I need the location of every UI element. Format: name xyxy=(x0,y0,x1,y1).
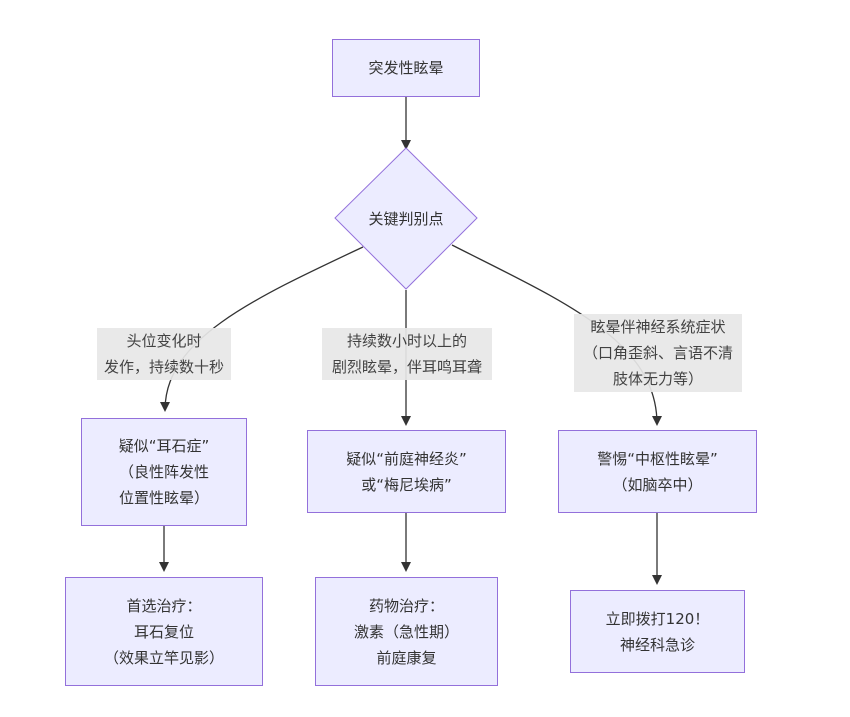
diagnosis-line: 或“梅尼埃病” xyxy=(361,475,452,494)
action-node-2: 药物治疗： 激素（急性期） 前庭康复 xyxy=(315,577,498,686)
decision-diamond xyxy=(334,147,478,290)
edge-label-branch-2: 持续数小时以上的 剧烈眩晕，伴耳鸣耳聋 xyxy=(322,328,492,380)
action-node-3: 立即拨打120！ 神经科急诊 xyxy=(570,590,745,673)
edge-decision-to-branch-1 xyxy=(160,246,364,412)
diagnosis-node-1: 疑似“耳石症” （良性阵发性 位置性眩晕） xyxy=(81,418,247,526)
condition-line: 发作，持续数十秒 xyxy=(103,358,224,376)
action-line: 立即拨打120！ xyxy=(605,609,710,628)
condition-line: 剧烈眩晕，伴耳鸣耳聋 xyxy=(331,358,482,376)
edge-label-branch-1: 头位变化时 发作，持续数十秒 xyxy=(97,328,231,380)
diagnosis-line: 位置性眩晕） xyxy=(118,489,209,507)
action-node-1: 首选治疗： 耳石复位 （效果立竿见影） xyxy=(65,577,263,686)
condition-line: 眩晕伴神经系统症状 xyxy=(590,318,726,336)
start-node: 突发性眩晕 xyxy=(332,39,480,97)
diagnosis-line: （如脑卒中） xyxy=(612,475,703,494)
diagnosis-line: （良性阵发性 xyxy=(118,463,209,481)
diagnosis-line: 警惕“中枢性眩晕” xyxy=(597,449,718,468)
condition-line: 肢体无力等） xyxy=(612,370,703,388)
action-line: （效果立竿见影） xyxy=(103,648,224,667)
decision-node-text: 关键判别点 xyxy=(368,210,444,228)
action-line: 激素（急性期） xyxy=(353,622,459,641)
diagnosis-node-2: 疑似“前庭神经炎” 或“梅尼埃病” xyxy=(307,430,506,513)
condition-line: 头位变化时 xyxy=(126,332,202,350)
action-line: 药物治疗： xyxy=(368,596,444,615)
action-line: 耳石复位 xyxy=(133,622,194,641)
action-line: 首选治疗： xyxy=(126,596,202,615)
edge-label-branch-3: 眩晕伴神经系统症状 （口角歪斜、言语不清 肢体无力等） xyxy=(574,314,742,392)
condition-line: 持续数小时以上的 xyxy=(346,332,467,350)
diagnosis-line: 疑似“前庭神经炎” xyxy=(346,449,467,468)
start-node-text: 突发性眩晕 xyxy=(368,59,444,77)
diagnosis-node-3: 警惕“中枢性眩晕” （如脑卒中） xyxy=(558,430,757,513)
action-line: 前庭康复 xyxy=(376,648,437,667)
diagnosis-line: 疑似“耳石症” xyxy=(118,437,210,455)
action-line: 神经科急诊 xyxy=(619,635,695,654)
condition-line: （口角歪斜、言语不清 xyxy=(582,344,733,362)
